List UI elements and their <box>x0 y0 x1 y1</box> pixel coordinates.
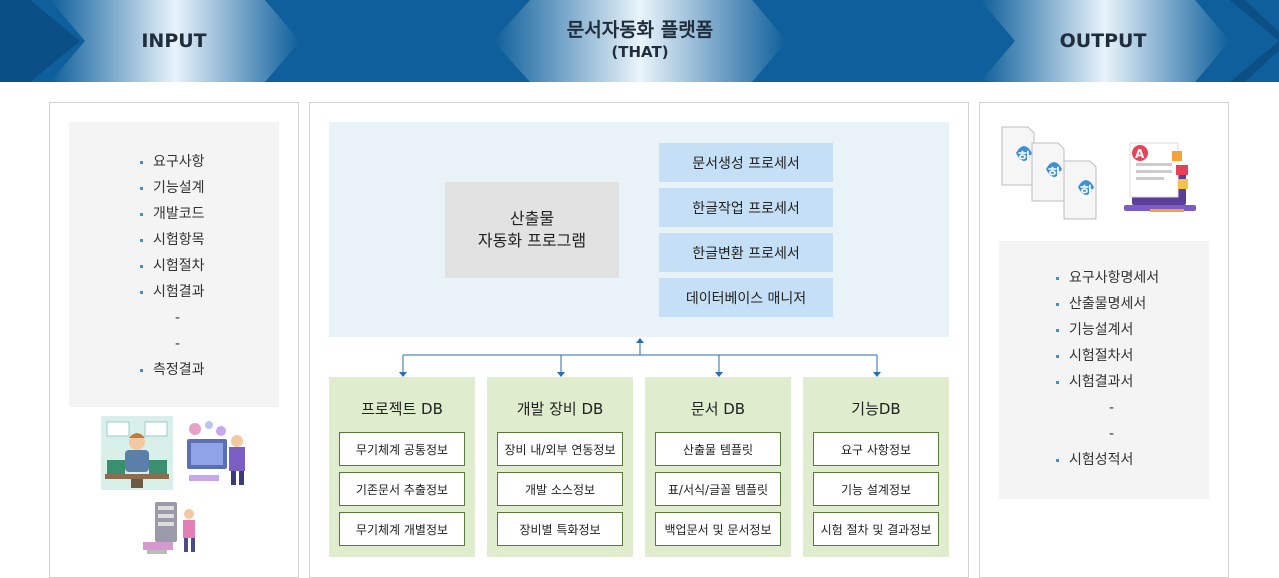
db-item: 무기체계 개별정보 <box>339 512 465 546</box>
svg-text:한: 한 <box>1018 151 1031 167</box>
output-item: 시험절차서 <box>1056 343 1209 369</box>
processor-box: 문서생성 프로세서 <box>659 143 833 182</box>
svg-text:A: A <box>1135 147 1145 161</box>
db-item: 산출물 템플릿 <box>655 432 781 466</box>
input-item: 측정결과 <box>140 357 279 383</box>
platform-subtitle: (THAT) <box>611 43 669 61</box>
processor-box: 한글작업 프로세서 <box>659 188 833 227</box>
input-item: 기능설계 <box>140 175 279 201</box>
output-list: 요구사항명세서 산출물명세서 기능설계서 시험절차서 시험결과서 - - 시험성… <box>1056 265 1209 473</box>
db-item: 무기체계 공통정보 <box>339 432 465 466</box>
output-item: 기능설계서 <box>1056 317 1209 343</box>
input-list: 요구사항 기능설계 개발코드 시험항목 시험절차 시험결과 - - 측정결과 <box>140 149 279 383</box>
processor-box: 한글변환 프로세서 <box>659 233 833 272</box>
svg-text:한: 한 <box>1080 185 1093 201</box>
output-item: 시험성적서 <box>1056 447 1209 473</box>
banner-output-label: OUTPUT <box>1059 30 1147 52</box>
platform-panel: 산출물 자동화 프로그램 문서생성 프로세서 한글작업 프로세서 한글변환 프로… <box>309 102 969 578</box>
db-title: 프로젝트 DB <box>361 400 443 418</box>
hwp-document-icon: 한 한 한 <box>1001 126 1097 220</box>
input-item: 시험절차 <box>140 253 279 279</box>
platform-title: 문서자동화 플랫폼 <box>566 19 714 41</box>
input-panel: 요구사항 기능설계 개발코드 시험항목 시험절차 시험결과 - - 측정결과 <box>49 102 299 578</box>
output-list-box: 요구사항명세서 산출물명세서 기능설계서 시험절차서 시험결과서 - - 시험성… <box>999 241 1209 499</box>
output-item: 시험결과서 <box>1056 369 1209 395</box>
db-item: 시험 절차 및 결과정보 <box>813 512 939 546</box>
header-banner <box>0 0 1279 82</box>
output-item: 요구사항명세서 <box>1056 265 1209 291</box>
connector-arrows <box>399 338 881 377</box>
db-function: 기능DB 요구 사항정보 기능 설계정보 시험 절차 및 결과정보 <box>803 377 949 557</box>
team-illustration <box>187 421 245 485</box>
arrow-down-icon <box>557 372 565 377</box>
db-equipment: 개발 장비 DB 장비 내/외부 연동정보 개발 소스정보 장비별 특화정보 <box>487 377 633 557</box>
db-title: 개발 장비 DB <box>516 400 604 418</box>
input-item: 시험결과 <box>140 279 279 305</box>
automation-program-box: 산출물 자동화 프로그램 <box>445 182 619 278</box>
output-panel: 한 한 한 A 요구사항명세서 산출물명세서 기능설계서 시험절 <box>979 102 1229 578</box>
arrow-down-icon <box>873 372 881 377</box>
input-item: 시험항목 <box>140 227 279 253</box>
output-item: 산출물명세서 <box>1056 291 1209 317</box>
developer-illustration <box>101 416 173 490</box>
banner-platform-title: 문서자동화 플랫폼 (THAT) <box>540 18 740 62</box>
db-item: 기존문서 추출정보 <box>339 472 465 506</box>
db-item: 장비 내/외부 연동정보 <box>497 432 623 466</box>
db-title: 기능DB <box>851 400 901 418</box>
arrow-up-icon <box>636 338 644 343</box>
input-item: 요구사항 <box>140 149 279 175</box>
server-illustration <box>143 502 195 554</box>
db-title: 문서 DB <box>690 400 746 418</box>
input-item: - <box>175 336 181 352</box>
db-item: 요구 사항정보 <box>813 432 939 466</box>
input-item: - <box>175 310 181 326</box>
db-item: 표/서식/글꼴 템플릿 <box>655 472 781 506</box>
db-item: 개발 소스정보 <box>497 472 623 506</box>
db-project: 프로젝트 DB 무기체계 공통정보 기존문서 추출정보 무기체계 개별정보 <box>329 377 475 557</box>
input-item: 개발코드 <box>140 201 279 227</box>
banner-input-label: INPUT <box>141 30 207 52</box>
output-item: - <box>1109 400 1115 416</box>
db-document: 문서 DB 산출물 템플릿 표/서식/글꼴 템플릿 백업문서 및 문서정보 <box>645 377 791 557</box>
program-label-line1: 산출물 <box>509 209 555 228</box>
program-area: 산출물 자동화 프로그램 문서생성 프로세서 한글작업 프로세서 한글변환 프로… <box>329 122 949 337</box>
laptop-document-icon: A <box>1124 142 1196 212</box>
db-item: 기능 설계정보 <box>813 472 939 506</box>
input-list-box: 요구사항 기능설계 개발코드 시험항목 시험절차 시험결과 - - 측정결과 <box>69 122 279 407</box>
output-item: - <box>1109 426 1115 442</box>
db-item: 장비별 특화정보 <box>497 512 623 546</box>
db-item: 백업문서 및 문서정보 <box>655 512 781 546</box>
arrow-down-icon <box>399 372 407 377</box>
program-label-line2: 자동화 프로그램 <box>477 231 587 250</box>
processor-box: 데이터베이스 매니저 <box>659 278 833 317</box>
svg-text:한: 한 <box>1048 167 1061 183</box>
arrow-down-icon <box>715 372 723 377</box>
